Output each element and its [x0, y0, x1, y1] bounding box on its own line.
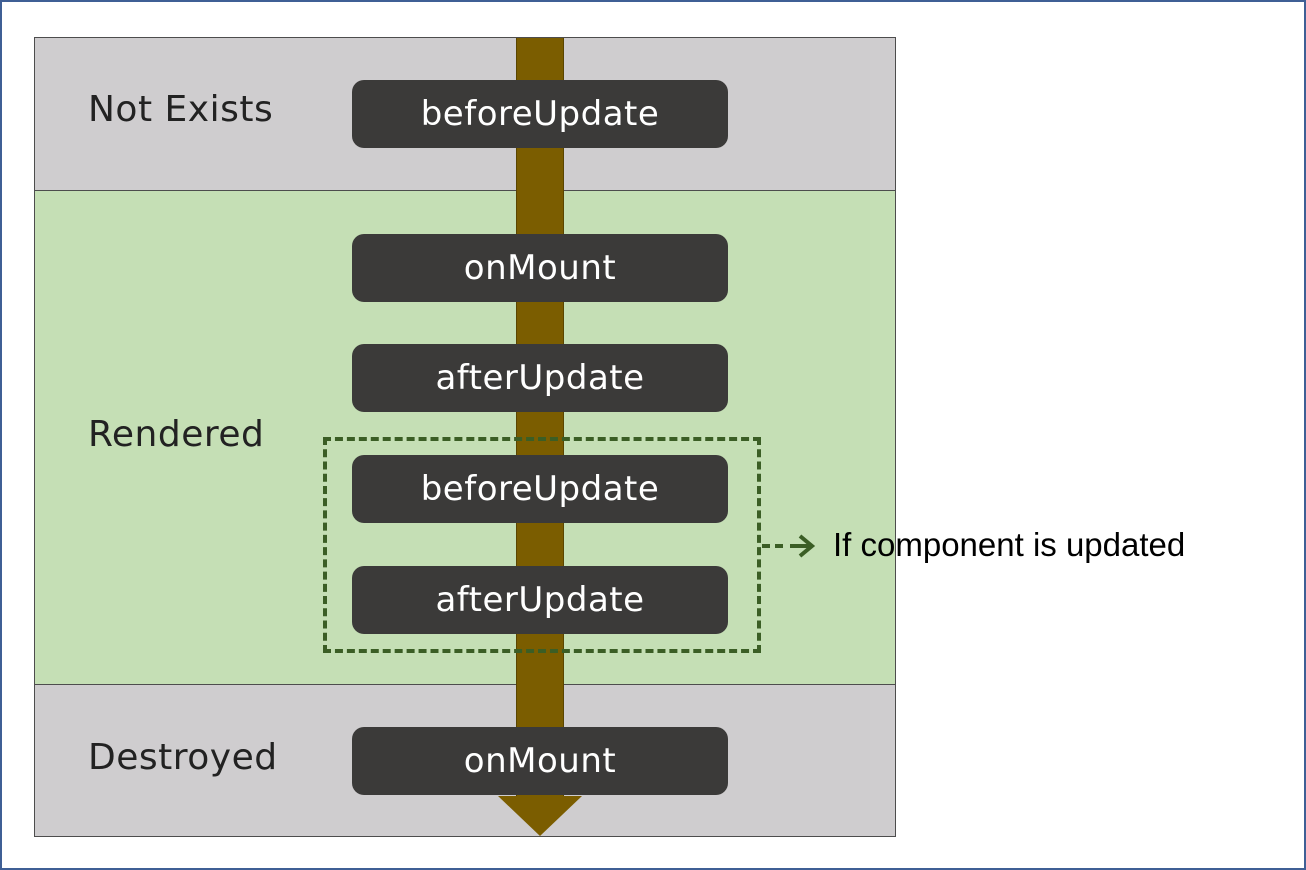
hook-on-mount-1: onMount	[352, 234, 728, 302]
hook-before-update-1: beforeUpdate	[352, 80, 728, 148]
annotation-arrow-icon	[762, 534, 816, 558]
hook-after-update-2: afterUpdate	[352, 566, 728, 634]
state-label-rendered: Rendered	[88, 414, 265, 455]
state-label-destroyed: Destroyed	[88, 737, 278, 778]
timeline-shaft	[516, 38, 564, 798]
hook-on-mount-2: onMount	[352, 727, 728, 795]
state-label-not-exists: Not Exists	[88, 89, 274, 130]
update-group-box	[323, 437, 761, 653]
hook-before-update-2: beforeUpdate	[352, 455, 728, 523]
hook-after-update-1: afterUpdate	[352, 344, 728, 412]
annotation-label: If component is updated	[833, 526, 1186, 563]
timeline-arrow-head	[498, 796, 582, 836]
